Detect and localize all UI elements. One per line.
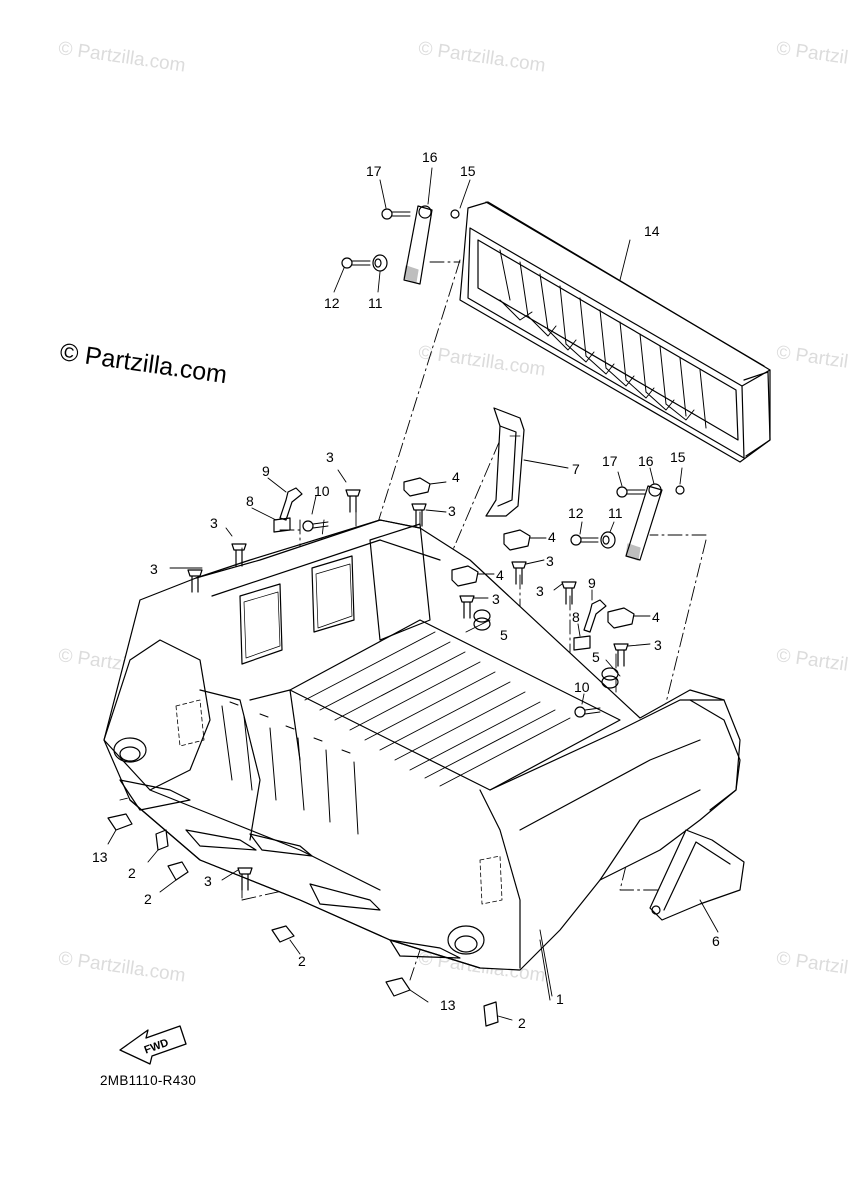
callout-3: 3 <box>546 553 554 569</box>
callout-10: 10 <box>314 483 330 499</box>
callout-16: 16 <box>422 149 438 165</box>
callout-13: 13 <box>440 997 456 1013</box>
fwd-arrow-icon <box>119 1025 187 1065</box>
bracket-part <box>485 407 569 517</box>
callout-4: 4 <box>496 567 504 583</box>
tailgate-part <box>459 201 771 463</box>
callout-4: 4 <box>652 609 660 625</box>
callout-3: 3 <box>326 449 334 465</box>
side-cover-part <box>649 829 745 933</box>
callout-9: 9 <box>262 463 270 479</box>
fastener-13-parts <box>107 813 429 1003</box>
callout-1: 1 <box>556 991 564 1007</box>
callout-2: 2 <box>518 1015 526 1031</box>
callout-7: 7 <box>572 461 580 477</box>
hinge-assembly-left <box>333 167 471 293</box>
callout-14: 14 <box>644 223 660 239</box>
rivet-parts <box>169 469 651 891</box>
collar-bolt-parts <box>251 477 607 718</box>
callout-12: 12 <box>324 295 340 311</box>
callout-12: 12 <box>568 505 584 521</box>
callout-9: 9 <box>588 575 596 591</box>
callout-16: 16 <box>638 453 654 469</box>
callout-3: 3 <box>448 503 456 519</box>
callout-8: 8 <box>572 609 580 625</box>
callout-2: 2 <box>298 953 306 969</box>
callout-2: 2 <box>128 865 136 881</box>
callout-8: 8 <box>246 493 254 509</box>
callout-17: 17 <box>366 163 382 179</box>
callout-3: 3 <box>536 583 544 599</box>
callout-3: 3 <box>210 515 218 531</box>
callout-11: 11 <box>608 505 623 521</box>
callout-4: 4 <box>548 529 556 545</box>
grommet-parts <box>465 609 621 689</box>
callout-4: 4 <box>452 469 460 485</box>
callout-17: 17 <box>602 453 618 469</box>
callout-5: 5 <box>592 649 600 665</box>
callout-3: 3 <box>150 561 158 577</box>
cap-parts <box>403 477 651 629</box>
callout-3: 3 <box>492 591 500 607</box>
callout-5: 5 <box>500 627 508 643</box>
callout-3: 3 <box>204 873 212 889</box>
callout-2: 2 <box>144 891 152 907</box>
callout-10: 10 <box>574 679 590 695</box>
callout-15: 15 <box>670 449 686 465</box>
callout-13: 13 <box>92 849 108 865</box>
callout-3: 3 <box>654 637 662 653</box>
hinge-assembly-right <box>570 467 685 561</box>
callout-6: 6 <box>712 933 720 949</box>
callout-15: 15 <box>460 163 476 179</box>
cargo-bed-part <box>103 519 741 971</box>
diagram-code: 2MB1110-R430 <box>100 1073 197 1088</box>
clip-parts <box>147 829 513 1027</box>
callout-11: 11 <box>368 295 383 311</box>
